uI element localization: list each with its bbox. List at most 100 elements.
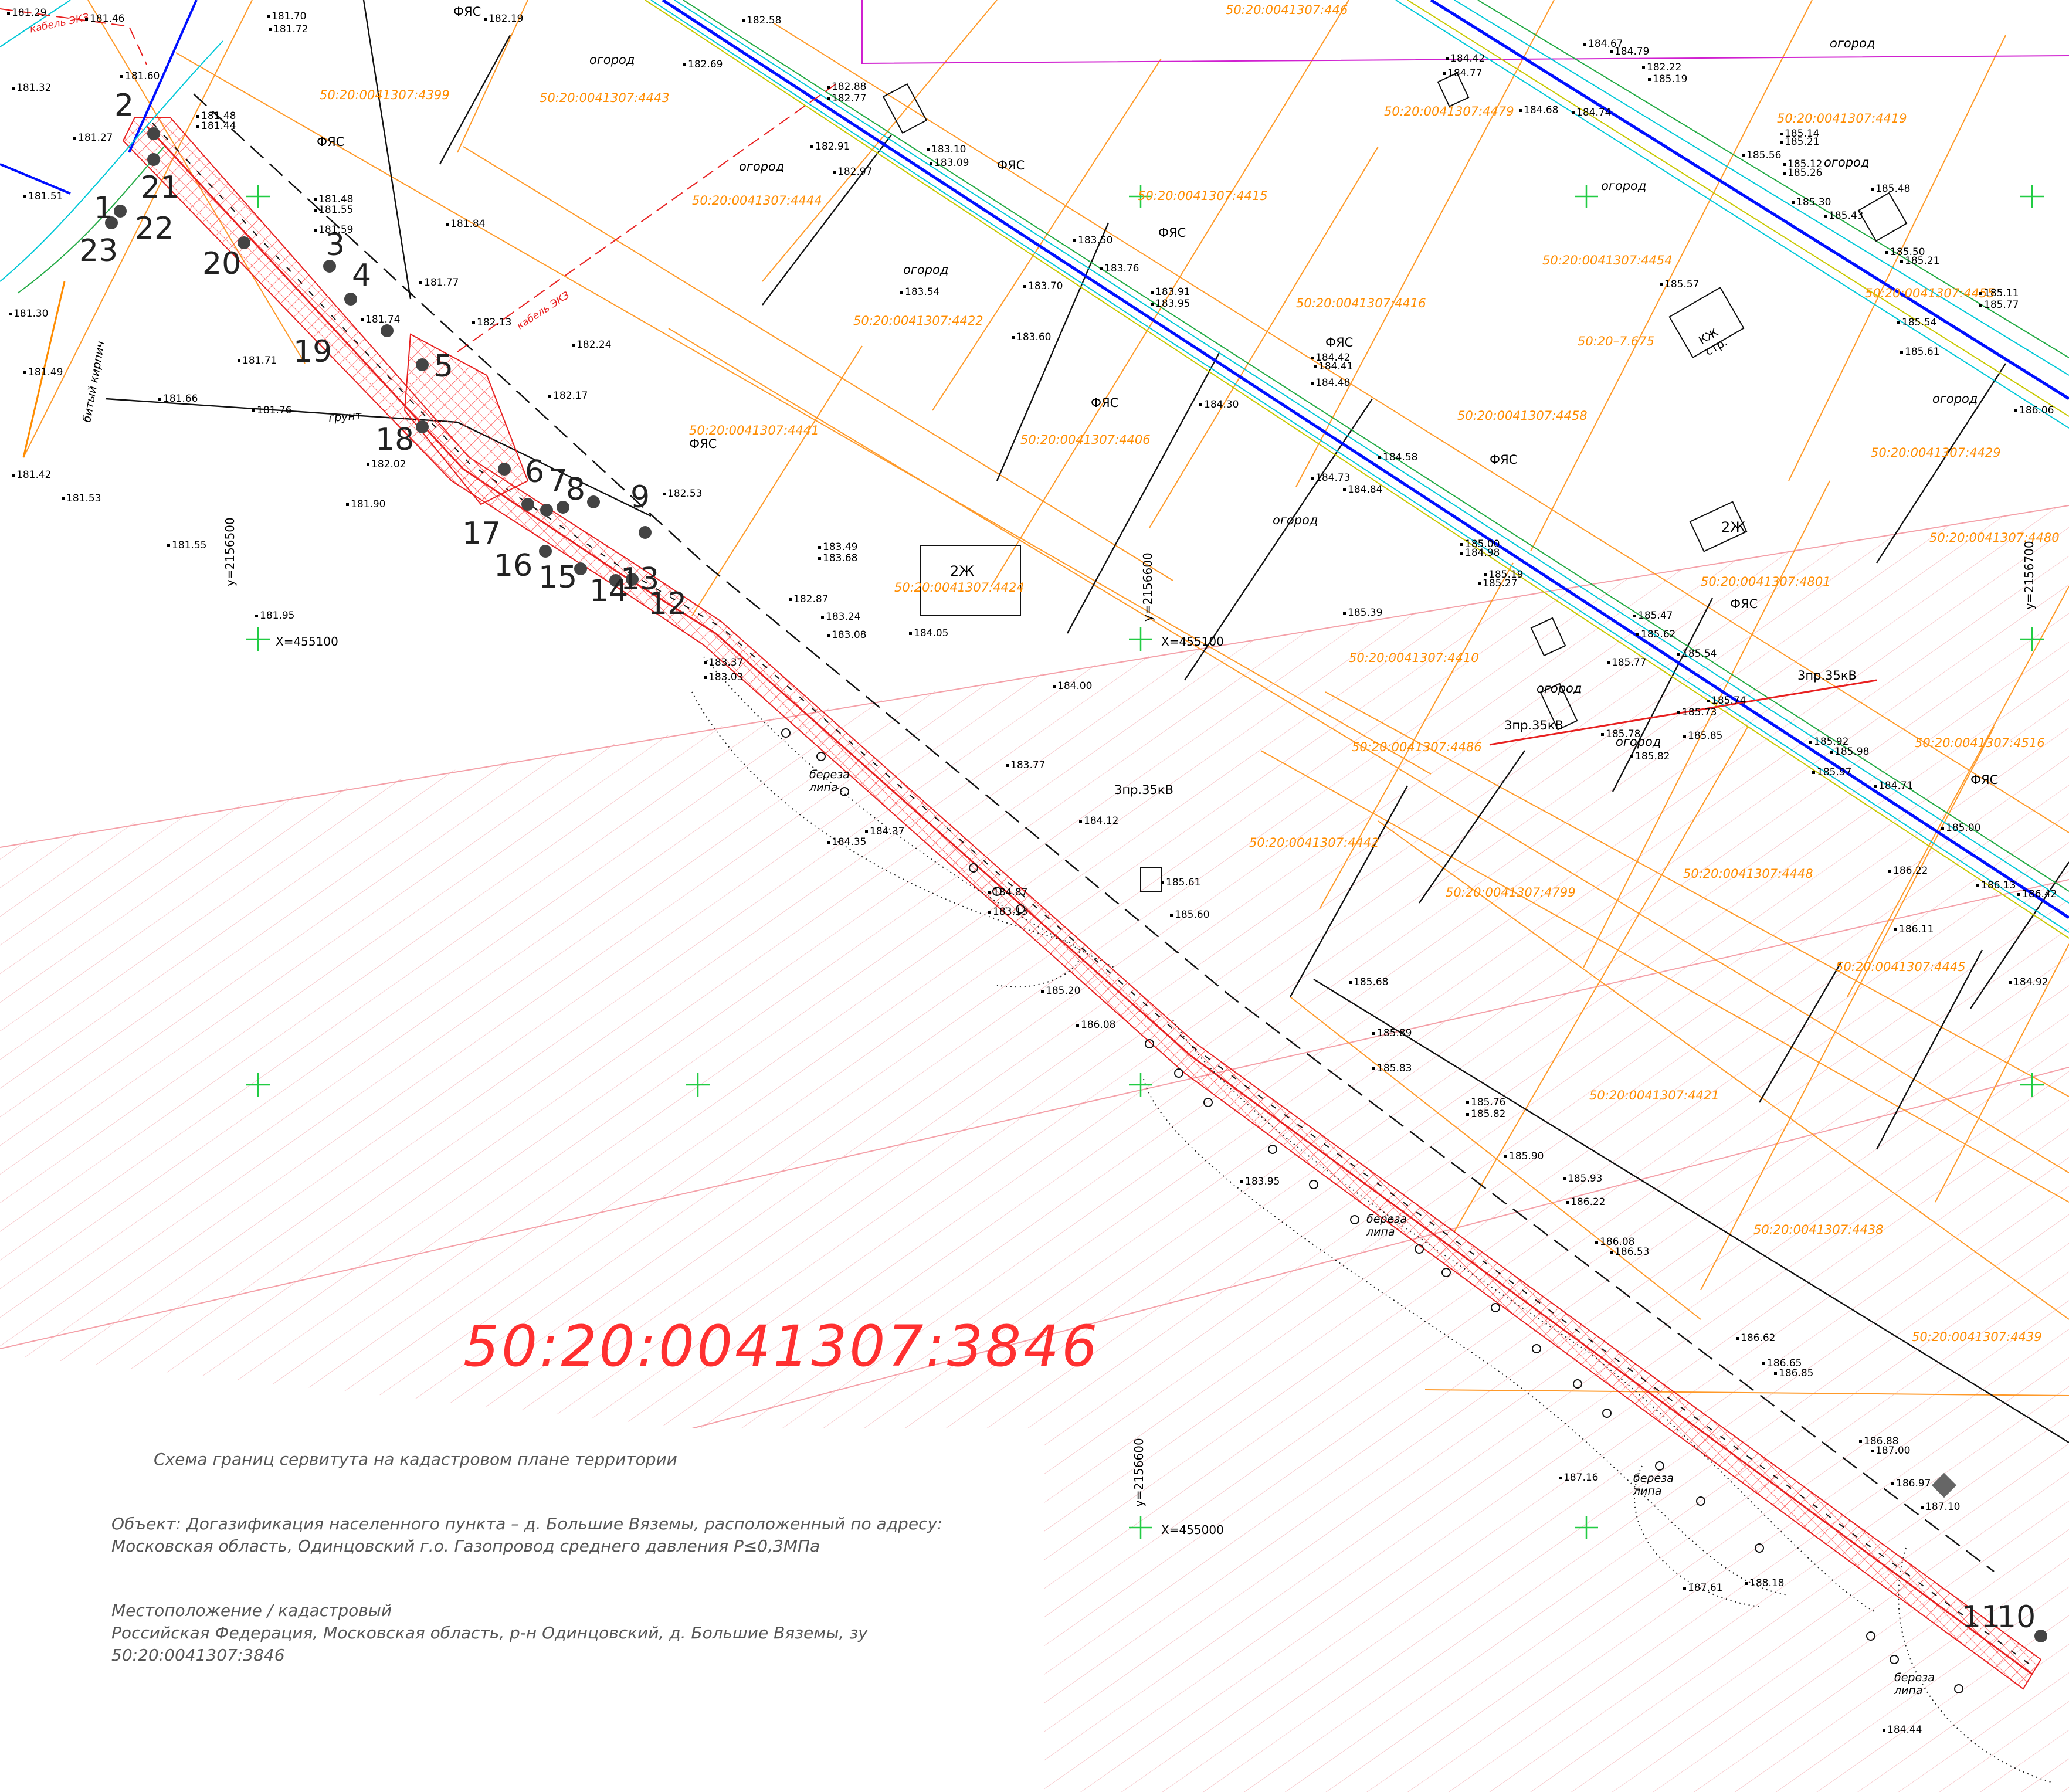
elevation-label: 186.85 — [1774, 1367, 1813, 1379]
elevation-label: 184.42 — [1446, 53, 1485, 65]
parcel-label: 50:20:0041307:4406 — [1020, 433, 1151, 447]
elevation-label: 185.76 — [1466, 1097, 1505, 1108]
elevation-label: 185.93 — [1563, 1173, 1602, 1185]
elevation-label: 183.95 — [1151, 298, 1190, 310]
label-ogorod: огород — [1830, 36, 1875, 50]
label-ogorod: огород — [1537, 681, 1582, 695]
label-bereza: береза липа — [1366, 1213, 1407, 1238]
elevation-label: 182.24 — [572, 339, 611, 351]
elevation-label: 186.22 — [1888, 865, 1928, 877]
elevation-label: 181.48 — [314, 194, 353, 205]
elevation-label: 185.90 — [1504, 1150, 1544, 1162]
elevation-label: 185.19 — [1484, 569, 1523, 581]
elevation-label: 183.03 — [704, 671, 743, 683]
label-fyas: ФЯС — [1091, 396, 1119, 410]
parcel-3846-hatched-area — [0, 505, 2069, 1792]
structures — [882, 72, 1908, 892]
elevation-label: 185.82 — [1630, 751, 1670, 762]
elevation-label: 185.43 — [1824, 210, 1863, 222]
elevation-label: 187.10 — [1921, 1501, 1960, 1513]
elevation-label: 181.77 — [419, 277, 459, 289]
note-location-line1: Местоположение / кадастровый — [111, 1601, 392, 1620]
label-2zh: 2Ж — [950, 563, 975, 579]
elevation-label: 185.56 — [1742, 150, 1781, 161]
label-fyas: ФЯС — [453, 5, 481, 19]
elevation-label: 181.48 — [196, 110, 236, 122]
elevation-label: 182.19 — [484, 13, 523, 25]
elevation-label: 185.19 — [1648, 73, 1687, 85]
pipe-points — [105, 127, 2047, 1642]
elevation-label: 185.50 — [1885, 246, 1925, 258]
elevation-label: 185.21 — [1900, 255, 1939, 267]
parcel-label: 50:20:0041307:4445 — [1836, 960, 1966, 974]
elevation-label: 186.53 — [1610, 1246, 1649, 1258]
label-2zh: 2Ж — [1721, 519, 1746, 535]
elevation-label: 186.88 — [1859, 1435, 1898, 1447]
elevation-label: 185.92 — [1809, 736, 1848, 748]
elevation-label: 181.32 — [12, 82, 51, 94]
elevation-label: 185.61 — [1900, 346, 1939, 358]
elevation-label: 187.61 — [1683, 1582, 1722, 1594]
elevation-label: 182.13 — [472, 317, 511, 328]
elevation-label: 185.62 — [1636, 629, 1675, 640]
parcel-3846-title: 50:20:0041307:3846 — [463, 1314, 1100, 1379]
coord-x: X=455000 — [1161, 1523, 1224, 1537]
label-kzh: КЖ стр. — [1697, 325, 1730, 359]
elevation-label: 181.55 — [167, 539, 206, 551]
note-heading: Схема границ сервитута на кадастровом пл… — [154, 1450, 677, 1469]
elevation-label: 181.70 — [267, 11, 306, 22]
parcel-label: 50:20:0041307:4458 — [1457, 409, 1588, 423]
elevation-label: 185.27 — [1478, 578, 1517, 589]
point-number: 6 — [525, 454, 545, 490]
label-fyas: ФЯС — [317, 135, 345, 149]
elevation-label: 184.00 — [1053, 680, 1092, 692]
note-object-line2: Московская область, Одинцовский г.о. Газ… — [111, 1536, 820, 1556]
elevation-label: 185.21 — [1780, 136, 1819, 148]
elevation-label: 182.77 — [827, 93, 866, 104]
elevation-label: 185.97 — [1812, 766, 1851, 778]
parcel-label: 50:20:0041307:446 — [1226, 3, 1348, 17]
elevation-label: 183.95 — [1240, 1176, 1280, 1187]
power-line-35kv — [1489, 679, 1877, 746]
note-location-line3: 50:20:0041307:3846 — [111, 1645, 285, 1665]
elevation-label: 184.58 — [1378, 452, 1417, 463]
parcel-label: 50:20:0041307:4421 — [1589, 1088, 1719, 1102]
elevation-label: 182.69 — [683, 59, 723, 70]
elevation-label: 187.00 — [1871, 1445, 1910, 1457]
coord-y: y=2156600 — [1141, 552, 1155, 622]
label-35kv: 3пр.35кВ — [1114, 783, 1173, 797]
label-bitiy-kirpich: битый кирпич — [80, 340, 108, 424]
elevation-label: 181.30 — [9, 308, 48, 320]
point-number: 23 — [79, 233, 118, 269]
elevation-label: 181.49 — [23, 366, 63, 378]
label-fyas: ФЯС — [1325, 335, 1354, 349]
elevation-label: 184.35 — [827, 836, 866, 848]
parcel-label: 50:20:0041307:4399 — [320, 88, 450, 102]
elevation-label: 183.49 — [818, 541, 857, 553]
point-number: 2 — [114, 88, 134, 123]
elevation-label: 185.77 — [1979, 299, 2019, 311]
parcel-3846-boundary-top — [0, 505, 2069, 848]
elevation-label: 183.77 — [1006, 759, 1045, 771]
elevation-label: 184.44 — [1883, 1724, 1922, 1736]
elevation-label: 188.18 — [1745, 1577, 1784, 1589]
point-number: 22 — [135, 211, 174, 246]
elevation-label: 185.12 — [1783, 158, 1822, 170]
label-ogorod: огород — [1273, 513, 1318, 527]
elevation-label: 184.77 — [1443, 67, 1482, 79]
elevation-label: 186.11 — [1894, 924, 1934, 935]
coord-x: X=455100 — [276, 634, 338, 649]
elevation-label: 185.26 — [1783, 167, 1822, 179]
label-fyas: ФЯС — [1490, 453, 1518, 467]
grid-crosses — [246, 185, 2044, 1539]
label-fyas: ФЯС — [1730, 597, 1758, 611]
elevation-label: 181.74 — [361, 314, 400, 325]
elevation-label: 184.74 — [1572, 107, 1611, 118]
elevation-label: 185.20 — [1041, 985, 1080, 997]
point-number: 11 — [1962, 1600, 2001, 1635]
coord-y: y=2156700 — [2022, 541, 2036, 610]
coord-y: y=2156600 — [1132, 1438, 1146, 1507]
elevation-label: 181.76 — [252, 405, 291, 416]
